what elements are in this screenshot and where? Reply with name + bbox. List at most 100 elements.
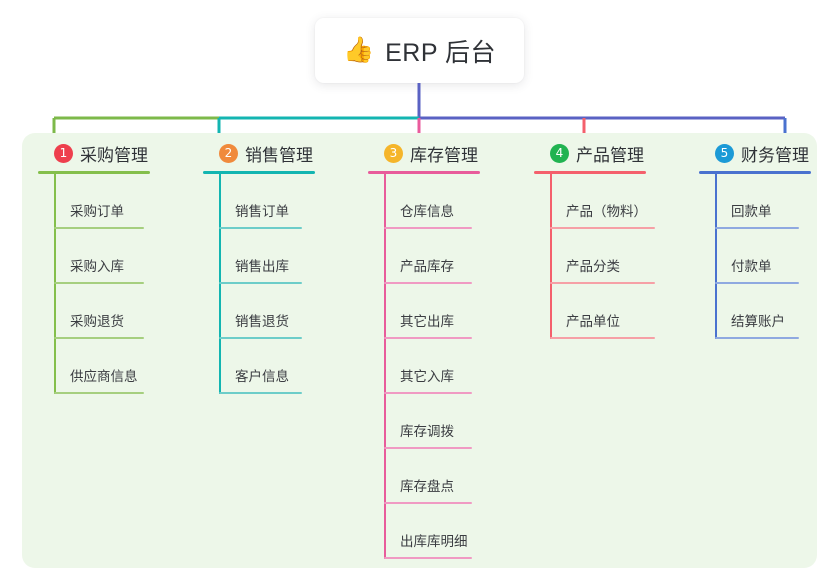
- branch-spine: [54, 174, 56, 394]
- leaf-node[interactable]: 仓库信息: [368, 174, 480, 229]
- branch-body: 采购订单采购入库采购退货供应商信息: [38, 171, 150, 394]
- branch-spine: [550, 174, 552, 339]
- leaf-node[interactable]: 回款单: [699, 174, 811, 229]
- leaf-label: 销售退货: [235, 314, 289, 329]
- branch-number-badge: 4: [550, 143, 569, 163]
- branch-title: 产品管理: [576, 145, 644, 165]
- leaf-label: 出库库明细: [400, 534, 468, 549]
- branch-column-库存管理[interactable]: 3 库存管理仓库信息产品库存其它出库其它入库库存调拨库存盘点出库库明细: [368, 140, 480, 559]
- leaf-rule: [384, 282, 472, 284]
- branch-header[interactable]: 1 采购管理: [54, 140, 150, 166]
- leaf-node[interactable]: 库存盘点: [368, 449, 480, 504]
- branch-number-badge: 3: [384, 143, 403, 163]
- leaf-rule: [54, 227, 144, 229]
- leaf-rule: [384, 502, 472, 504]
- leaf-rule: [384, 337, 472, 339]
- leaf-label: 销售订单: [235, 204, 289, 219]
- leaf-label: 采购入库: [70, 259, 124, 274]
- leaf-label: 结算账户: [731, 314, 785, 329]
- leaf-label: 产品单位: [566, 314, 620, 329]
- leaf-node[interactable]: 付款单: [699, 229, 811, 284]
- leaf-rule: [219, 227, 302, 229]
- leaf-label: 付款单: [731, 259, 772, 274]
- leaf-label: 其它入库: [400, 369, 454, 384]
- leaf-label: 回款单: [731, 204, 772, 219]
- leaf-node[interactable]: 销售订单: [203, 174, 315, 229]
- branch-header[interactable]: 4 产品管理: [550, 140, 646, 166]
- leaf-node[interactable]: 产品单位: [534, 284, 655, 339]
- branch-number-badge: 2: [219, 143, 238, 163]
- branch-body: 仓库信息产品库存其它出库其它入库库存调拨库存盘点出库库明细: [368, 171, 480, 559]
- leaf-rule: [715, 282, 799, 284]
- leaf-node[interactable]: 销售出库: [203, 229, 315, 284]
- branch-title: 采购管理: [80, 145, 148, 165]
- branch-header[interactable]: 5 财务管理: [715, 140, 811, 166]
- branch-column-财务管理[interactable]: 5 财务管理回款单付款单结算账户: [699, 140, 811, 339]
- leaf-node[interactable]: 采购退货: [38, 284, 150, 339]
- branch-column-采购管理[interactable]: 1 采购管理采购订单采购入库采购退货供应商信息: [38, 140, 150, 394]
- leaf-node[interactable]: 产品（物料）: [534, 174, 655, 229]
- branch-body: 产品（物料） 产品分类产品单位: [534, 171, 655, 339]
- leaf-rule: [384, 392, 472, 394]
- leaf-rule: [715, 337, 799, 339]
- leaf-label: 客户信息: [235, 369, 289, 384]
- leaf-rule: [550, 227, 655, 229]
- leaf-rule: [219, 282, 302, 284]
- leaf-label: 采购退货: [70, 314, 124, 329]
- leaf-node[interactable]: 产品分类: [534, 229, 655, 284]
- leaf-node[interactable]: 采购入库: [38, 229, 150, 284]
- leaf-label: 其它出库: [400, 314, 454, 329]
- leaf-rule: [384, 557, 472, 559]
- branch-title: 库存管理: [410, 145, 478, 165]
- leaf-rule: [550, 282, 655, 284]
- leaf-rule: [550, 337, 655, 339]
- branch-title-rule: [38, 171, 150, 174]
- branch-title-rule: [699, 171, 811, 174]
- leaf-label: 库存盘点: [400, 479, 454, 494]
- branch-title-rule: [534, 171, 646, 174]
- branch-header[interactable]: 3 库存管理: [384, 140, 480, 166]
- root-node[interactable]: 👍 ERP 后台: [315, 18, 524, 83]
- leaf-node[interactable]: 采购订单: [38, 174, 150, 229]
- leaf-node[interactable]: 销售退货: [203, 284, 315, 339]
- branch-spine: [715, 174, 717, 339]
- leaf-node[interactable]: 结算账户: [699, 284, 811, 339]
- leaf-label: 库存调拨: [400, 424, 454, 439]
- branch-number-badge: 5: [715, 143, 734, 163]
- branch-body: 回款单付款单结算账户: [699, 171, 811, 339]
- leaf-node[interactable]: 库存调拨: [368, 394, 480, 449]
- leaf-node[interactable]: 其它出库: [368, 284, 480, 339]
- branch-title: 财务管理: [741, 145, 809, 165]
- leaf-label: 供应商信息: [70, 369, 138, 384]
- branch-title-rule: [203, 171, 315, 174]
- leaf-label: 销售出库: [235, 259, 289, 274]
- thumbs-up-icon: 👍: [342, 36, 375, 64]
- leaf-node[interactable]: 供应商信息: [38, 339, 150, 394]
- branch-spine: [384, 174, 386, 559]
- leaf-label: 产品库存: [400, 259, 454, 274]
- root-title: ERP 后台: [385, 38, 497, 67]
- leaf-label: 产品（物料）: [566, 204, 647, 219]
- leaf-node[interactable]: 其它入库: [368, 339, 480, 394]
- leaf-node[interactable]: 出库库明细: [368, 504, 480, 559]
- leaf-rule: [54, 392, 144, 394]
- branch-column-产品管理[interactable]: 4 产品管理产品（物料） 产品分类产品单位: [534, 140, 655, 339]
- leaf-label: 仓库信息: [400, 204, 454, 219]
- leaf-rule: [54, 337, 144, 339]
- leaf-rule: [715, 227, 799, 229]
- leaf-node[interactable]: 产品库存: [368, 229, 480, 284]
- leaf-rule: [384, 447, 472, 449]
- leaf-rule: [219, 392, 302, 394]
- branch-body: 销售订单销售出库销售退货客户信息: [203, 171, 315, 394]
- leaf-node[interactable]: 客户信息: [203, 339, 315, 394]
- leaf-rule: [219, 337, 302, 339]
- leaf-label: 采购订单: [70, 204, 124, 219]
- branch-number-badge: 1: [54, 143, 73, 163]
- leaf-label: 产品分类: [566, 259, 620, 274]
- branch-spine: [219, 174, 221, 394]
- branches-panel: [22, 133, 817, 568]
- leaf-rule: [54, 282, 144, 284]
